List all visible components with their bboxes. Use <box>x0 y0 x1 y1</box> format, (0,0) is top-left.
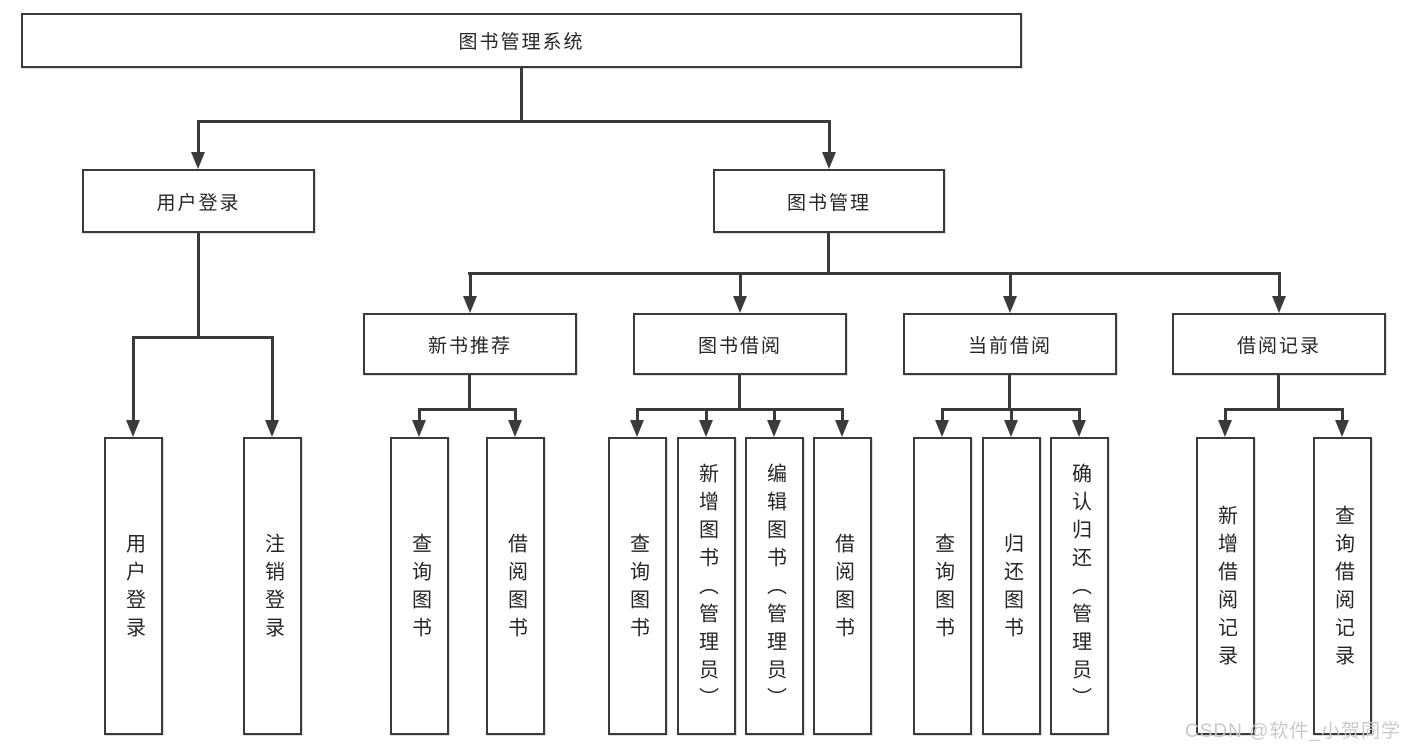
connector-line <box>468 272 1281 275</box>
node-book-management: 图书管理 <box>713 169 945 233</box>
connector-line <box>417 408 421 422</box>
watermark: CSDN @软件_小贺同学 <box>1185 721 1401 742</box>
arrow-down-icon <box>822 152 836 169</box>
connector-line <box>772 408 776 422</box>
connector-arrow <box>822 120 836 169</box>
connector-line <box>1225 408 1343 411</box>
connector-line <box>1277 272 1281 298</box>
connector-arrow <box>508 408 522 437</box>
connector-line <box>827 120 831 154</box>
connector-arrow <box>935 408 949 437</box>
arrow-down-icon <box>126 420 140 437</box>
arrow-down-icon <box>1004 420 1018 437</box>
connector-line <box>940 408 944 422</box>
leaf-bb-edit-books-admin: 编辑图书（管理员） <box>745 437 804 735</box>
leaf-bb-query-books: 查询图书 <box>608 437 667 735</box>
connector-line <box>637 408 844 411</box>
leaf-nb-borrow-books: 借阅图书 <box>486 437 545 735</box>
connector-line <box>133 336 274 339</box>
connector-line <box>738 375 741 408</box>
arrow-down-icon <box>1272 296 1286 313</box>
connector-line <box>1008 272 1012 298</box>
connector-line <box>738 272 742 298</box>
arrow-down-icon <box>733 296 747 313</box>
connector-arrow <box>767 408 781 437</box>
connector-arrow <box>265 336 279 437</box>
arrow-down-icon <box>508 420 522 437</box>
arrow-down-icon <box>630 420 644 437</box>
arrow-down-icon <box>412 420 426 437</box>
connector-arrow <box>412 408 426 437</box>
connector-line <box>468 375 471 408</box>
leaf-br-query-record: 查询借阅记录 <box>1313 437 1372 735</box>
connector-line <box>1008 375 1011 408</box>
leaf-user-login: 用户登录 <box>104 437 163 735</box>
arrow-down-icon <box>1335 420 1349 437</box>
leaf-cb-query-books: 查询图书 <box>913 437 972 735</box>
connector-line <box>635 408 639 422</box>
connector-line <box>1077 408 1081 422</box>
connector-line <box>827 233 830 272</box>
leaf-bb-borrow-books: 借阅图书 <box>813 437 872 735</box>
arrow-down-icon <box>191 152 205 169</box>
leaf-bb-add-books-admin: 新增图书（管理员） <box>677 437 736 735</box>
connector-line <box>1223 408 1227 422</box>
connector-arrow <box>1003 272 1017 313</box>
connector-line <box>419 408 517 411</box>
connector-arrow <box>1218 408 1232 437</box>
leaf-logout-login: 注销登录 <box>243 437 302 735</box>
connector-line <box>1340 408 1344 422</box>
connector-arrow <box>126 336 140 437</box>
connector-line <box>520 68 523 120</box>
connector-arrow <box>1272 272 1286 313</box>
arrow-down-icon <box>767 420 781 437</box>
connector-line <box>197 233 200 336</box>
connector-arrow <box>463 272 477 313</box>
connector-line <box>131 336 135 422</box>
connector-line <box>704 408 708 422</box>
arrow-down-icon <box>699 420 713 437</box>
connector-arrow <box>733 272 747 313</box>
node-current-borrowing: 当前借阅 <box>903 313 1117 375</box>
connector-arrow <box>191 120 205 169</box>
connector-line <box>513 408 517 422</box>
connector-line <box>197 120 831 123</box>
connector-arrow <box>1072 408 1086 437</box>
arrow-down-icon <box>265 420 279 437</box>
connector-arrow <box>630 408 644 437</box>
connector-line <box>1277 375 1280 408</box>
connector-line <box>840 408 844 422</box>
leaf-br-add-record: 新增借阅记录 <box>1196 437 1255 735</box>
arrow-down-icon <box>835 420 849 437</box>
connector-arrow <box>835 408 849 437</box>
connector-line <box>196 120 200 154</box>
node-borrowing-records: 借阅记录 <box>1172 313 1386 375</box>
node-library-management-system: 图书管理系统 <box>21 13 1022 68</box>
node-book-borrowing: 图书借阅 <box>633 313 847 375</box>
leaf-cb-confirm-return-admin: 确认归还（管理员） <box>1050 437 1109 735</box>
connector-line <box>270 336 274 422</box>
connector-line <box>468 272 472 298</box>
connector-arrow <box>1335 408 1349 437</box>
node-new-book-recommend: 新书推荐 <box>363 313 577 375</box>
leaf-cb-return-books: 归还图书 <box>982 437 1041 735</box>
arrow-down-icon <box>935 420 949 437</box>
leaf-nb-query-books: 查询图书 <box>390 437 449 735</box>
arrow-down-icon <box>1003 296 1017 313</box>
arrow-down-icon <box>463 296 477 313</box>
connector-line <box>1009 408 1013 422</box>
connector-arrow <box>1004 408 1018 437</box>
node-user-login: 用户登录 <box>82 169 315 233</box>
arrow-down-icon <box>1218 420 1232 437</box>
arrow-down-icon <box>1072 420 1086 437</box>
connector-arrow <box>699 408 713 437</box>
